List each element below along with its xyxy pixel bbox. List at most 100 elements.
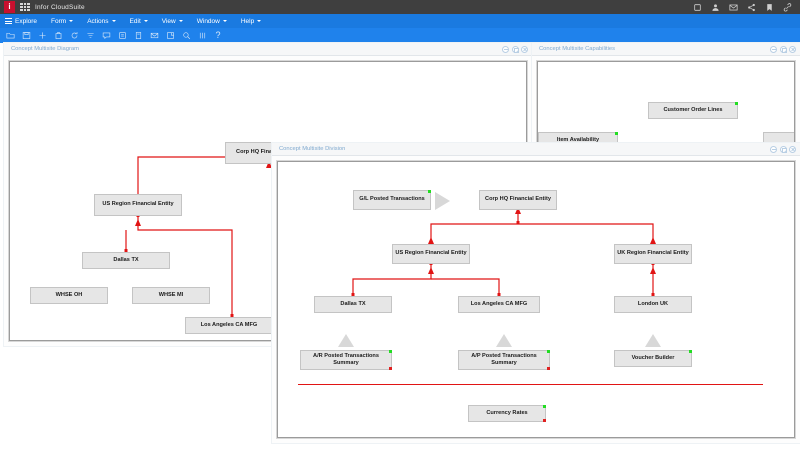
node-label: WHSE OH bbox=[55, 291, 83, 298]
window-concept-multisite-capabilities[interactable]: Concept Multisite Capabilities Customer … bbox=[532, 43, 800, 153]
canvas-container-division: G/L Posted Transactions Corp HQ Financia… bbox=[272, 156, 800, 443]
share-icon[interactable] bbox=[747, 3, 756, 12]
minimize-button[interactable] bbox=[770, 45, 777, 53]
minimize-button[interactable] bbox=[502, 45, 509, 53]
menu-label-view: View bbox=[161, 17, 176, 25]
export-icon[interactable] bbox=[163, 29, 177, 43]
node-ap-posted-transactions-summary[interactable]: A/P Posted Transactions Summary bbox=[458, 350, 550, 370]
filter-icon[interactable] bbox=[83, 29, 97, 43]
node-ar-posted-transactions-summary[interactable]: A/R Posted Transactions Summary bbox=[300, 350, 392, 370]
node-label: Currency Rates bbox=[486, 409, 528, 416]
node-label: Dallas TX bbox=[340, 300, 366, 307]
node-label: Los Angeles CA MFG bbox=[470, 300, 528, 307]
bookmark-icon[interactable] bbox=[765, 3, 774, 12]
delete-icon[interactable] bbox=[51, 29, 65, 43]
search-icon[interactable] bbox=[179, 29, 193, 43]
grid-icon[interactable] bbox=[20, 2, 30, 12]
add-icon[interactable] bbox=[35, 29, 49, 43]
window-controls-division bbox=[770, 145, 796, 153]
node-dallas-tx[interactable]: Dallas TX bbox=[314, 296, 392, 313]
play-triangle-icon bbox=[435, 192, 450, 210]
menu-item-form[interactable]: Form bbox=[44, 14, 80, 28]
node-label: A/R Posted Transactions Summary bbox=[313, 352, 379, 366]
status-indicator-green bbox=[389, 350, 392, 353]
explore-button[interactable]: Explore bbox=[0, 14, 45, 28]
node-us-region-financial-entity[interactable]: US Region Financial Entity bbox=[392, 244, 470, 264]
chevron-down-icon bbox=[257, 20, 262, 22]
comment-icon[interactable] bbox=[99, 29, 113, 43]
node-whse-oh[interactable]: WHSE OH bbox=[30, 287, 108, 304]
chevron-down-icon bbox=[111, 20, 116, 22]
capabilities-canvas[interactable]: Customer Order Lines Item Availability bbox=[537, 61, 795, 148]
maximize-button[interactable] bbox=[779, 45, 787, 53]
menu-item-actions[interactable]: Actions bbox=[80, 14, 122, 28]
window-title-bar-division[interactable]: Concept Multisite Division bbox=[272, 143, 800, 156]
close-button[interactable] bbox=[521, 45, 528, 53]
status-indicator-red bbox=[389, 367, 392, 370]
columns-icon[interactable] bbox=[195, 29, 209, 43]
node-currency-rates[interactable]: Currency Rates bbox=[468, 405, 546, 422]
node-label: Customer Order Lines bbox=[663, 106, 723, 113]
node-los-angeles-ca-mfg[interactable]: Los Angeles CA MFG bbox=[458, 296, 540, 313]
node-uk-region-financial-entity[interactable]: UK Region Financial Entity bbox=[614, 244, 692, 264]
node-london-uk[interactable]: London UK bbox=[614, 296, 692, 313]
node-label: Los Angeles CA MFG bbox=[200, 321, 258, 328]
chevron-down-icon bbox=[222, 20, 227, 22]
infor-logo-icon: i bbox=[4, 1, 15, 13]
node-gl-posted-transactions[interactable]: G/L Posted Transactions bbox=[353, 190, 431, 210]
envelope-icon[interactable] bbox=[147, 29, 161, 43]
node-voucher-builder[interactable]: Voucher Builder bbox=[614, 350, 692, 367]
menu-item-help[interactable]: Help bbox=[234, 14, 268, 28]
mail-icon[interactable] bbox=[729, 3, 738, 12]
status-indicator-green bbox=[735, 102, 738, 105]
menu-item-view[interactable]: View bbox=[155, 14, 190, 28]
status-indicator-green bbox=[428, 190, 431, 193]
chevron-down-icon bbox=[143, 20, 148, 22]
menu-item-window[interactable]: Window bbox=[190, 14, 234, 28]
close-button[interactable] bbox=[789, 145, 796, 153]
node-label: WHSE MI bbox=[158, 291, 184, 298]
node-corp-hq-financial-entity[interactable]: Corp HQ Financial Entity bbox=[479, 190, 557, 210]
minimize-button[interactable] bbox=[770, 145, 777, 153]
app-name-label: Infor CloudSuite bbox=[35, 3, 85, 11]
status-indicator-green bbox=[689, 350, 692, 353]
refresh-icon[interactable] bbox=[67, 29, 81, 43]
node-label: Item Availability bbox=[556, 136, 600, 143]
status-indicator-green bbox=[543, 405, 546, 408]
status-indicator-green bbox=[615, 132, 618, 135]
maximize-button[interactable] bbox=[511, 45, 519, 53]
window-title-capabilities: Concept Multisite Capabilities bbox=[539, 46, 616, 52]
save-icon[interactable] bbox=[19, 29, 33, 43]
node-label: London UK bbox=[637, 300, 669, 307]
main-toolbar: ? bbox=[0, 28, 800, 43]
stop-icon[interactable] bbox=[693, 3, 702, 12]
copy-icon[interactable] bbox=[115, 29, 129, 43]
node-dallas-tx[interactable]: Dallas TX bbox=[82, 252, 170, 269]
node-us-region-financial-entity[interactable]: US Region Financial Entity bbox=[94, 194, 182, 216]
node-whse-mi[interactable]: WHSE MI bbox=[132, 287, 210, 304]
link-icon[interactable] bbox=[783, 2, 792, 12]
note-icon[interactable] bbox=[131, 29, 145, 43]
main-menu-bar: Explore Form Actions Edit View Window He… bbox=[0, 14, 800, 28]
user-icon[interactable] bbox=[711, 3, 720, 12]
status-indicator-green bbox=[547, 350, 550, 353]
menu-item-edit[interactable]: Edit bbox=[123, 14, 155, 28]
maximize-button[interactable] bbox=[779, 145, 787, 153]
division-canvas[interactable]: G/L Posted Transactions Corp HQ Financia… bbox=[277, 161, 795, 438]
node-label: US Region Financial Entity bbox=[102, 201, 174, 208]
help-icon[interactable]: ? bbox=[215, 30, 221, 40]
menu-label-actions: Actions bbox=[87, 17, 109, 25]
node-label: UK Region Financial Entity bbox=[617, 250, 689, 257]
open-folder-icon[interactable] bbox=[3, 29, 17, 43]
close-button[interactable] bbox=[789, 45, 796, 53]
menu-label-form: Form bbox=[51, 17, 67, 25]
window-title-bar-capabilities[interactable]: Concept Multisite Capabilities bbox=[532, 43, 800, 56]
logo-letter: i bbox=[8, 2, 11, 11]
node-los-angeles-ca-mfg[interactable]: Los Angeles CA MFG bbox=[185, 317, 273, 334]
status-indicator-red bbox=[547, 367, 550, 370]
window-concept-multisite-division[interactable]: Concept Multisite Division bbox=[272, 143, 800, 443]
triangle-icon-ar bbox=[338, 334, 354, 347]
explore-label: Explore bbox=[15, 17, 38, 25]
node-customer-order-lines[interactable]: Customer Order Lines bbox=[648, 102, 738, 119]
window-title-bar-diagram[interactable]: Concept Multisite Diagram bbox=[4, 43, 532, 56]
